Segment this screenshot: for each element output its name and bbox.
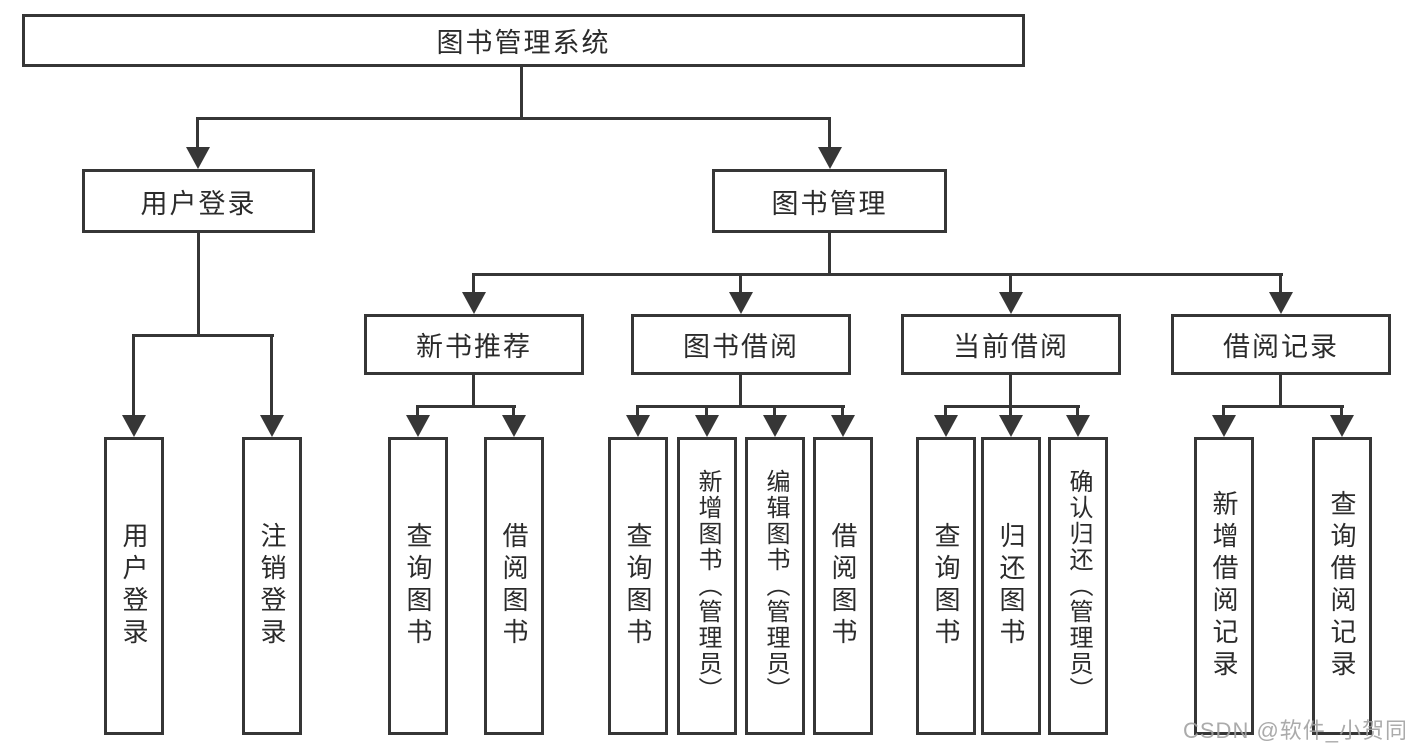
arrow-down-icon (999, 273, 1023, 314)
node-label: 图书管理 (771, 188, 888, 219)
connector-line (197, 117, 831, 120)
connector-line (637, 405, 845, 408)
arrow-down-icon (1269, 273, 1293, 314)
arrow-down-icon (763, 405, 787, 437)
leaf-logout-login: 注销登录 (242, 437, 302, 735)
node-label: 编辑图书（管理员） (762, 469, 789, 703)
node-label: 图书借阅 (683, 332, 799, 362)
node-new-book-recommend: 新书推荐 (364, 314, 584, 375)
connector-line (472, 374, 475, 407)
leaf-return-book: 归还图书 (981, 437, 1041, 735)
arrow-down-icon (934, 405, 958, 437)
arrow-down-icon (186, 117, 210, 169)
connector-line (132, 334, 274, 337)
connector-line (739, 374, 742, 407)
connector-line (1223, 405, 1344, 408)
node-current-borrowing: 当前借阅 (901, 314, 1121, 375)
connector-line (1279, 374, 1282, 407)
node-label: 查询图书 (623, 522, 653, 650)
leaf-confirm-return-admin: 确认归还（管理员） (1048, 437, 1108, 735)
node-book-borrowing: 图书借阅 (631, 314, 851, 375)
arrow-down-icon (1330, 405, 1354, 437)
leaf-query-borrow-record: 查询借阅记录 (1312, 437, 1372, 735)
arrow-down-icon (502, 405, 526, 437)
node-label: 用户登录 (119, 522, 149, 650)
node-label: 注销登录 (257, 522, 287, 650)
arrow-down-icon (122, 334, 146, 437)
node-label: 确认归还（管理员） (1065, 469, 1092, 703)
node-label: 归还图书 (996, 522, 1026, 650)
node-label: 新书推荐 (416, 332, 532, 362)
arrow-down-icon (1212, 405, 1236, 437)
leaf-user-login: 用户登录 (104, 437, 164, 735)
node-user-login: 用户登录 (82, 169, 315, 233)
connector-line (473, 273, 1283, 276)
node-borrowing-records: 借阅记录 (1171, 314, 1391, 375)
connector-line (828, 233, 831, 275)
node-label: 新增借阅记录 (1209, 490, 1239, 682)
connector-line (197, 233, 200, 336)
leaf-borrow-books-borrow: 借阅图书 (813, 437, 873, 735)
arrow-down-icon (626, 405, 650, 437)
node-label: 新增图书（管理员） (694, 469, 721, 703)
node-label: 图书管理系统 (436, 28, 611, 58)
leaf-query-books-recommend: 查询图书 (388, 437, 448, 735)
connector-line (520, 66, 523, 119)
leaf-query-books-current: 查询图书 (916, 437, 976, 735)
node-library-system: 图书管理系统 (22, 14, 1025, 67)
watermark: CSDN @软件_小贺同学 (1183, 718, 1405, 743)
arrow-down-icon (831, 405, 855, 437)
node-label: 借阅图书 (499, 522, 529, 650)
leaf-edit-book-admin: 编辑图书（管理员） (745, 437, 805, 735)
leaf-add-book-admin: 新增图书（管理员） (677, 437, 737, 735)
node-label: 当前借阅 (953, 332, 1069, 362)
connector-line (1009, 374, 1012, 407)
connector-line (417, 405, 516, 408)
leaf-add-borrow-record: 新增借阅记录 (1194, 437, 1254, 735)
node-label: 查询图书 (403, 522, 433, 650)
leaf-borrow-books-recommend: 借阅图书 (484, 437, 544, 735)
arrow-down-icon (999, 405, 1023, 437)
node-label: 借阅记录 (1223, 332, 1339, 362)
arrow-down-icon (695, 405, 719, 437)
node-label: 查询图书 (931, 522, 961, 650)
arrow-down-icon (1066, 405, 1090, 437)
arrow-down-icon (406, 405, 430, 437)
arrow-down-icon (729, 273, 753, 314)
arrow-down-icon (260, 334, 284, 437)
node-book-management: 图书管理 (712, 169, 947, 233)
leaf-query-books-borrow: 查询图书 (608, 437, 668, 735)
node-label: 借阅图书 (828, 522, 858, 650)
node-label: 查询借阅记录 (1327, 490, 1357, 682)
node-label: 用户登录 (140, 188, 257, 219)
arrow-down-icon (818, 117, 842, 169)
arrow-down-icon (462, 273, 486, 314)
connector-line (945, 405, 1080, 408)
